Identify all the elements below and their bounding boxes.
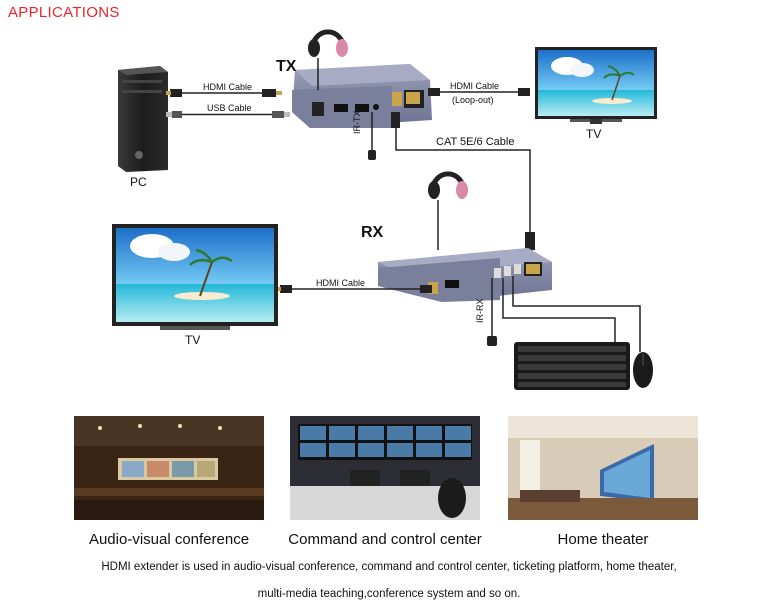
tv-top-label: TV	[586, 127, 602, 141]
headphones-rx-icon	[428, 171, 468, 250]
conference-photo	[74, 416, 264, 520]
tx-extender-icon	[292, 64, 432, 128]
ir-tx-cable	[368, 112, 376, 160]
ir-tx-label: IR-TX	[352, 110, 362, 135]
ir-rx-label: IR-RX	[475, 298, 485, 324]
applications-heading: APPLICATIONS	[8, 4, 120, 21]
usb-cable-pc-label: USB Cable	[207, 103, 252, 113]
home-theater-photo	[508, 416, 698, 520]
cat-cable-label: CAT 5E/6 Cable	[436, 136, 515, 148]
headphones-tx-icon	[308, 29, 348, 90]
usb-keyboard-mouse-cables	[502, 276, 641, 352]
rx-extender-icon	[378, 248, 552, 302]
mouse-icon	[633, 352, 653, 388]
hdmi-cable-pc-label: HDMI Cable	[203, 82, 253, 92]
hdmi-cable-rx-label: HDMI Cable	[316, 278, 366, 288]
loop-out-label: (Loop-out)	[452, 95, 494, 105]
description-line-1: HDMI extender is used in audio-visual co…	[101, 561, 677, 573]
tx-label: TX	[276, 58, 297, 75]
rx-label: RX	[361, 224, 384, 241]
loop-hdmi-cable	[428, 88, 530, 96]
hdmi-cable-loop-label: HDMI Cable	[450, 81, 500, 91]
ir-rx-cable	[487, 278, 497, 346]
pc-label: PC	[130, 175, 147, 189]
caption-conference: Audio-visual conference	[88, 531, 250, 548]
keyboard-icon	[514, 342, 630, 390]
pc-hdmi-cable	[166, 89, 282, 97]
pc-usb-cable	[166, 111, 290, 118]
pc-tower-icon	[118, 66, 168, 172]
caption-control-center: Command and control center	[288, 531, 482, 548]
caption-home-theater: Home theater	[557, 531, 649, 548]
control-center-photo	[290, 416, 480, 520]
description-line-2: multi-media teaching,conference system a…	[257, 588, 521, 600]
rx-hdmi-cable	[276, 285, 432, 293]
tv-left-label: TV	[185, 333, 201, 347]
tv-top-icon	[535, 47, 657, 124]
tv-left-icon	[112, 224, 278, 330]
